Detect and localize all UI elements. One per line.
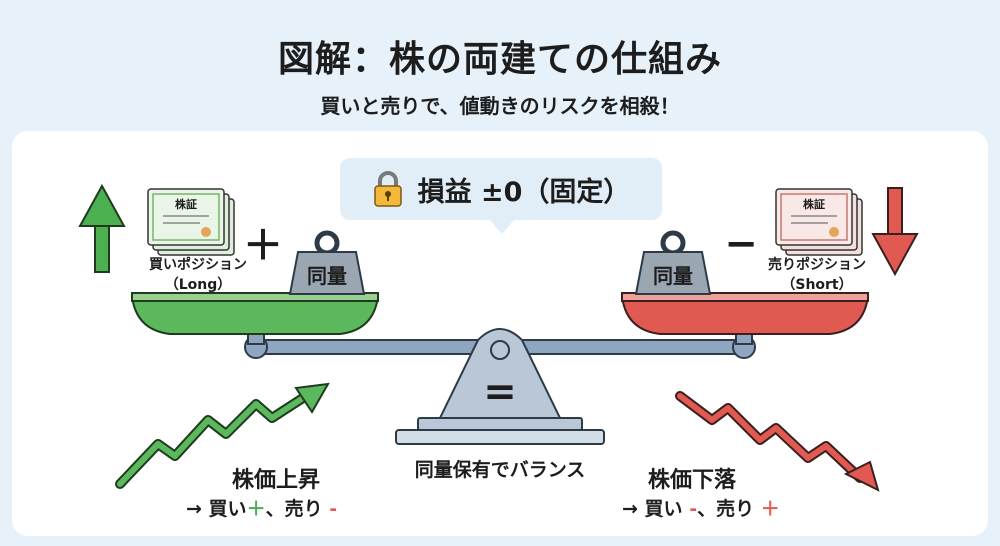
lock-icon [373,171,402,207]
rise-sep: 、 [265,498,285,520]
equal-sign: = [483,369,517,415]
down-arrow-icon [871,187,919,277]
rise-sell: 売り [284,498,323,520]
page-subtitle: 買いと売りで、値動きのリスクを相殺！ [320,94,680,118]
rise-sell-sign: - [329,498,338,520]
fall-arrow: → [622,498,638,520]
fall-sep: 、 [697,498,717,520]
pl-status-box: 損益 ±0（固定） [340,158,662,234]
certificate-label-left: 株証 [175,198,197,211]
fall-buy: 買い [644,498,683,520]
sell-position-label: 売りポジション [768,257,866,273]
fall-sell-sign: ＋ [760,498,780,520]
certificate-stack-right [775,188,863,256]
fall-sell: 売り [716,498,755,520]
buy-position-sublabel: （Long） [164,277,232,293]
green-pan [130,292,380,335]
plus-sign: ＋ [243,223,283,269]
fulcrum [395,328,605,445]
fall-title: 株価下落 [648,468,737,493]
page-title: 図解：株の両建ての仕組み [277,39,722,80]
falling-trend-arrow-icon [675,391,880,492]
rise-title: 株価上昇 [232,468,321,493]
rise-arrow: → [186,498,202,520]
fall-result: → 買い -、売り ＋ [622,494,822,521]
weight-label-left: 同量 [307,264,347,288]
rising-trend-arrow-icon [115,382,330,489]
up-arrow-icon [78,183,126,273]
rise-buy: 買い [208,498,247,520]
minus-sign: − [724,221,758,267]
weight-left [288,230,366,295]
buy-position-label: 買いポジション [149,257,247,273]
weight-right [634,230,712,295]
red-pan [620,292,870,335]
certificate-label-right: 株証 [803,198,825,211]
balance-caption: 同量保有でバランス [414,459,586,481]
pl-status-text: 損益 ±0（固定） [417,176,631,208]
rise-buy-sign: ＋ [246,498,266,520]
rise-result: → 買い＋、売り - [186,494,386,521]
sell-position-sublabel: （Short） [781,277,853,293]
certificate-stack-left [147,188,235,256]
weight-label-right: 同量 [653,264,693,288]
fall-buy-sign: - [689,498,698,520]
